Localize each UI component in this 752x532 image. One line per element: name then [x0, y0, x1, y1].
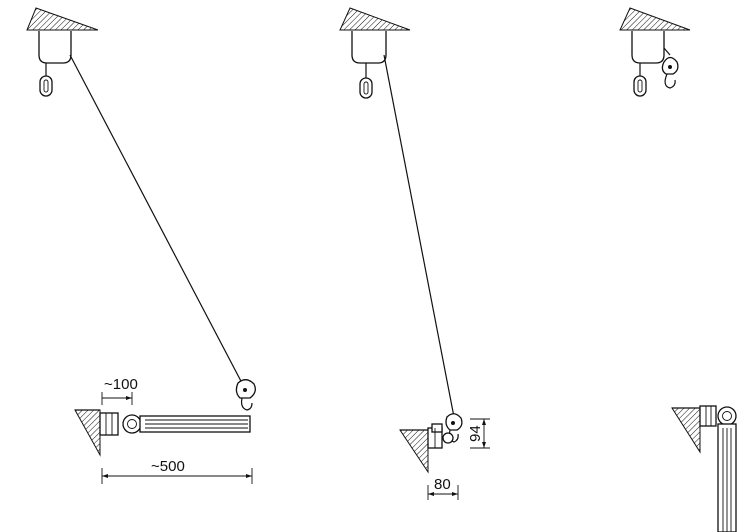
ceiling-hatch-2 — [339, 7, 411, 31]
label-bracket-height: 94 — [467, 425, 484, 442]
ceiling-hatch-3 — [619, 7, 691, 31]
dimension-bracket-depth: 80 — [427, 476, 459, 500]
dimension-arm-offset: ~100 — [101, 376, 138, 405]
ceiling-eye-hook-1 — [39, 75, 53, 97]
wall-hatch-3 — [671, 407, 701, 454]
label-arm-offset: ~100 — [104, 376, 138, 393]
support-cable-1 — [69, 54, 244, 386]
ceiling-hook-housing-2 — [351, 31, 387, 64]
ceiling-hatch-1 — [26, 7, 99, 31]
label-arm-length: ~500 — [151, 458, 185, 475]
pivot-joint-3 — [717, 406, 737, 426]
dimension-bracket-height: 94 — [467, 418, 490, 449]
support-cable-2 — [383, 54, 455, 418]
label-bracket-depth: 80 — [434, 476, 451, 493]
pivot-joint-2 — [442, 432, 454, 444]
figure-folded-bracket: 94 80 — [339, 7, 490, 500]
figure-stored-position — [619, 7, 737, 532]
wall-hatch-2 — [399, 429, 429, 474]
ceiling-eye-hook-2 — [359, 77, 373, 99]
ceiling-eye-hook-3 — [633, 75, 647, 97]
figure-extended-arm: ~100 ~500 — [26, 7, 256, 484]
ceiling-hook-housing-1 — [38, 31, 72, 64]
pivot-joint-1 — [122, 414, 142, 434]
wall-bracket-1 — [99, 412, 119, 436]
ceiling-hook-housing-3 — [631, 31, 665, 64]
wall-hatch-1 — [74, 409, 101, 457]
dimension-arm-length: ~500 — [101, 458, 253, 484]
wall-bracket-3 — [699, 405, 717, 427]
